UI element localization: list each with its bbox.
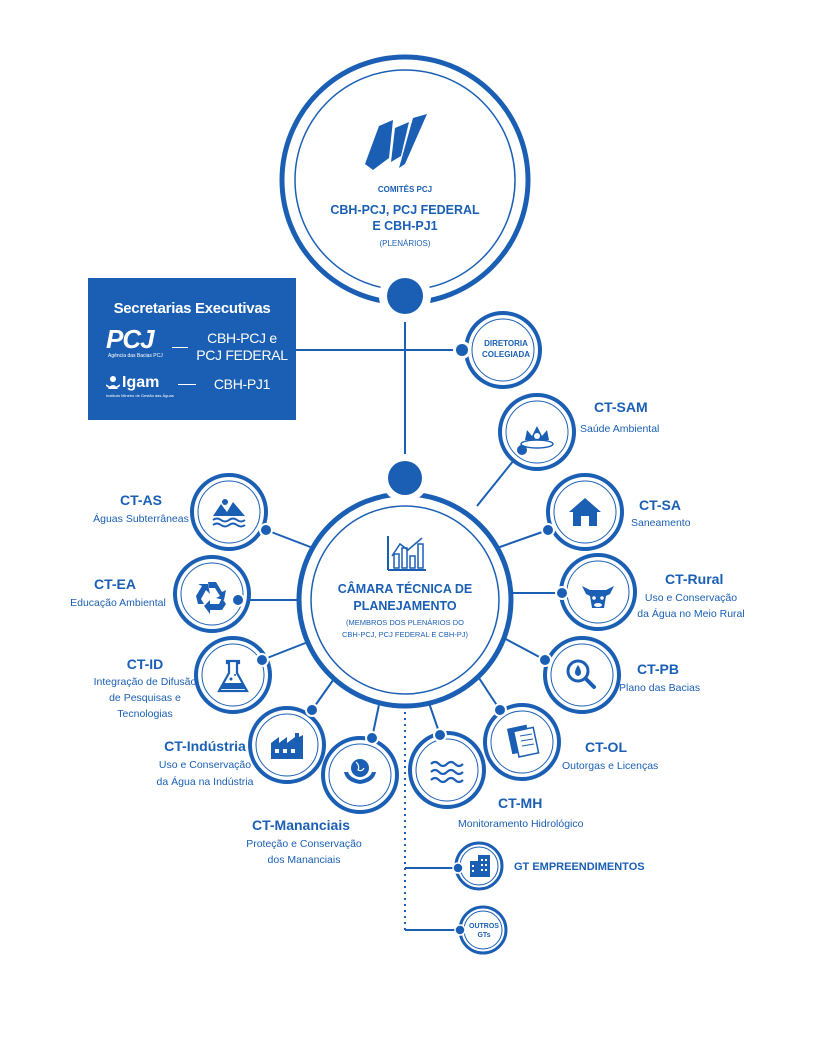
ct-industria-code: CT-Indústria <box>164 738 246 754</box>
node-gt-empreendimentos: GT EMPREENDIMENTOS <box>452 841 645 891</box>
ct-sa-desc1: Saneamento <box>631 517 691 529</box>
spoke-ct-as <box>265 529 314 549</box>
ct-mananciais-desc1: Proteção e Conservação <box>246 838 362 850</box>
ct-id-desc1: Integração de Difusão <box>94 676 197 688</box>
pcj-dash <box>172 347 188 348</box>
plenary-subtitle: (PLENÁRIOS) <box>379 239 430 248</box>
ct-sa-code: CT-SA <box>639 497 681 513</box>
igam-mark-icon <box>106 376 120 389</box>
plenary-title-line2: E CBH-PJ1 <box>372 219 437 233</box>
plenary-title-line1: CBH-PCJ, PCJ FEDERAL <box>330 203 480 217</box>
ct-mh-desc1: Monitoramento Hidrológico <box>458 818 584 830</box>
ct-sam-code: CT-SAM <box>594 399 648 415</box>
plenary-junction-dot <box>387 278 423 314</box>
igam-label: CBH-PJ1 <box>213 376 271 392</box>
secretarias-row-igam: Igam Instituto Mineiro de Gestão das Águ… <box>88 374 296 414</box>
ct-as-desc1: Águas Subterrâneas <box>93 512 189 525</box>
ct-pb-code: CT-PB <box>637 661 679 677</box>
house-icon <box>569 498 601 526</box>
plenary-node: COMITÊS PCJ CBH-PCJ, PCJ FEDERAL E CBH-P… <box>279 54 531 322</box>
ct-industria-desc2: da Água na Indústria <box>157 775 254 788</box>
spoke-ct-pb <box>499 635 546 661</box>
ct-id-code: CT-ID <box>127 656 164 672</box>
ct-rural-desc1: Uso e Conservação <box>645 592 737 604</box>
pcj-agency-logo: PCJ Agência das Bacias PCJ <box>106 324 163 359</box>
plenary-label-small: COMITÊS PCJ <box>378 185 432 194</box>
node-ct-mananciais: CT-Mananciais Proteção e Conservação dos… <box>246 731 399 866</box>
ct-rural-code: CT-Rural <box>665 571 723 587</box>
spoke-ct-id <box>261 639 314 661</box>
node-ct-ol: CT-OL Outorgas e Licenças <box>483 703 658 781</box>
node-ct-rural: CT-Rural Uso e Conservação da Água no Me… <box>555 553 745 631</box>
pcj-committees-logo <box>365 114 427 170</box>
ct-ea-desc1: Educação Ambiental <box>70 597 166 609</box>
ct-id-desc3: Tecnologias <box>117 708 172 720</box>
globe-hands-icon <box>344 759 376 784</box>
node-ct-sam: CT-SAM Saúde Ambiental <box>498 393 659 471</box>
node-outros-gts: OUTROS GTs <box>454 905 508 955</box>
camara-sub1: (MEMBROS DOS PLENÁRIOS DO <box>346 618 464 627</box>
ct-pb-desc1: Plano das Bacias <box>619 682 700 694</box>
magnifier-drop-icon <box>566 659 596 689</box>
outros-gts-line1: OUTROS <box>469 923 499 930</box>
camara-node: CÂMARA TÉCNICA DE PLANEJAMENTO (MEMBROS … <box>296 454 514 709</box>
ct-mh-code: CT-MH <box>498 795 542 811</box>
ct-industria-desc1: Uso e Conservação <box>159 759 251 771</box>
diretoria-line1: DIRETORIA <box>484 339 528 348</box>
outros-gts-line2: GTs <box>477 932 490 939</box>
ct-rural-desc2: da Água no Meio Rural <box>637 607 744 620</box>
diretoria-node: DIRETORIA COLEGIADA <box>453 311 542 389</box>
waves-icon <box>430 760 464 784</box>
igam-dash <box>178 384 196 385</box>
node-ct-mh: CT-MH Monitoramento Hidrológico <box>408 728 584 830</box>
ct-mananciais-code: CT-Mananciais <box>252 817 350 833</box>
ct-mananciais-desc2: dos Mananciais <box>268 854 341 866</box>
secretarias-box: Secretarias Executivas PCJ Agência das B… <box>88 278 296 420</box>
ct-id-desc2: de Pesquisas e <box>109 692 181 704</box>
pcj-label: CBH-PCJ e PCJ FEDERAL <box>196 330 288 363</box>
gt-empreendimentos-label: GT EMPREENDIMENTOS <box>514 861 645 873</box>
camara-junction-dot <box>388 461 422 495</box>
ct-ol-desc1: Outorgas e Licenças <box>562 760 658 772</box>
bar-chart-icon <box>387 536 426 571</box>
node-ct-pb: CT-PB Plano das Bacias <box>538 636 700 714</box>
secretarias-row-pcj: PCJ Agência das Bacias PCJ CBH-PCJ e PCJ… <box>88 326 296 366</box>
document-icon <box>506 724 540 758</box>
factory-icon <box>271 733 303 759</box>
ct-ol-code: CT-OL <box>585 739 627 755</box>
diretoria-line2: COLEGIADA <box>482 350 530 359</box>
cow-icon <box>582 586 614 608</box>
recycle-icon <box>196 582 226 614</box>
igam-logo: Igam Instituto Mineiro de Gestão das Águ… <box>106 374 174 398</box>
spoke-ct-sa <box>496 529 549 549</box>
camara-line2: PLANEJAMENTO <box>353 599 457 613</box>
health-icon <box>520 426 554 449</box>
groundwater-icon <box>212 499 246 528</box>
node-ct-as: CT-AS Águas Subterrâneas <box>93 473 273 551</box>
buildings-icon <box>470 855 490 877</box>
node-ct-sa: CT-SA Saneamento <box>541 473 691 551</box>
ct-ea-code: CT-EA <box>94 576 136 592</box>
camara-sub2: CBH-PCJ, PCJ FEDERAL E CBH-PJ) <box>342 630 468 639</box>
ct-sam-desc1: Saúde Ambiental <box>580 423 659 435</box>
camara-line1: CÂMARA TÉCNICA DE <box>338 581 473 596</box>
secretarias-title: Secretarias Executivas <box>113 300 271 317</box>
node-ct-industria: CT-Indústria Uso e Conservação da Água n… <box>157 703 326 788</box>
node-ct-ea: CT-EA Educação Ambiental <box>70 555 251 633</box>
node-ct-id: CT-ID Integração de Difusão de Pesquisas… <box>94 636 272 720</box>
ct-as-code: CT-AS <box>120 492 162 508</box>
flask-icon <box>217 659 249 693</box>
